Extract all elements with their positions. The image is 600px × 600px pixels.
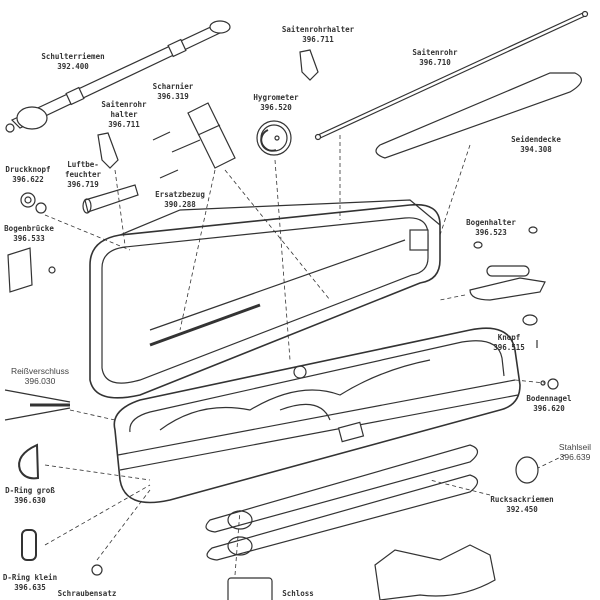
hygrometer <box>256 120 292 156</box>
tube-holder-top <box>299 49 319 81</box>
tube-holder-left <box>97 132 119 169</box>
leader-lines <box>44 135 566 576</box>
label-schloss: Schloss <box>282 589 314 598</box>
steel-cable <box>515 456 539 484</box>
screw-set <box>91 564 103 576</box>
bow-holder <box>469 226 546 301</box>
bottom-nail <box>540 378 559 390</box>
label-schraubensatz: Schraubensatz <box>57 589 117 598</box>
zipper <box>4 389 71 421</box>
push-button <box>20 192 47 214</box>
d-ring-large <box>18 443 40 480</box>
knob <box>522 314 538 348</box>
silk-cover <box>375 72 582 159</box>
handle <box>374 544 496 600</box>
bow-bridge <box>7 247 33 293</box>
case-bottom <box>113 327 521 504</box>
hinge <box>152 102 236 179</box>
humidifier <box>82 184 139 214</box>
d-ring-small <box>21 529 37 561</box>
shoulder-strap <box>5 20 231 133</box>
string-tube <box>314 10 589 141</box>
lock <box>227 577 273 600</box>
case-lid <box>89 199 441 399</box>
backpack-straps <box>205 444 479 561</box>
